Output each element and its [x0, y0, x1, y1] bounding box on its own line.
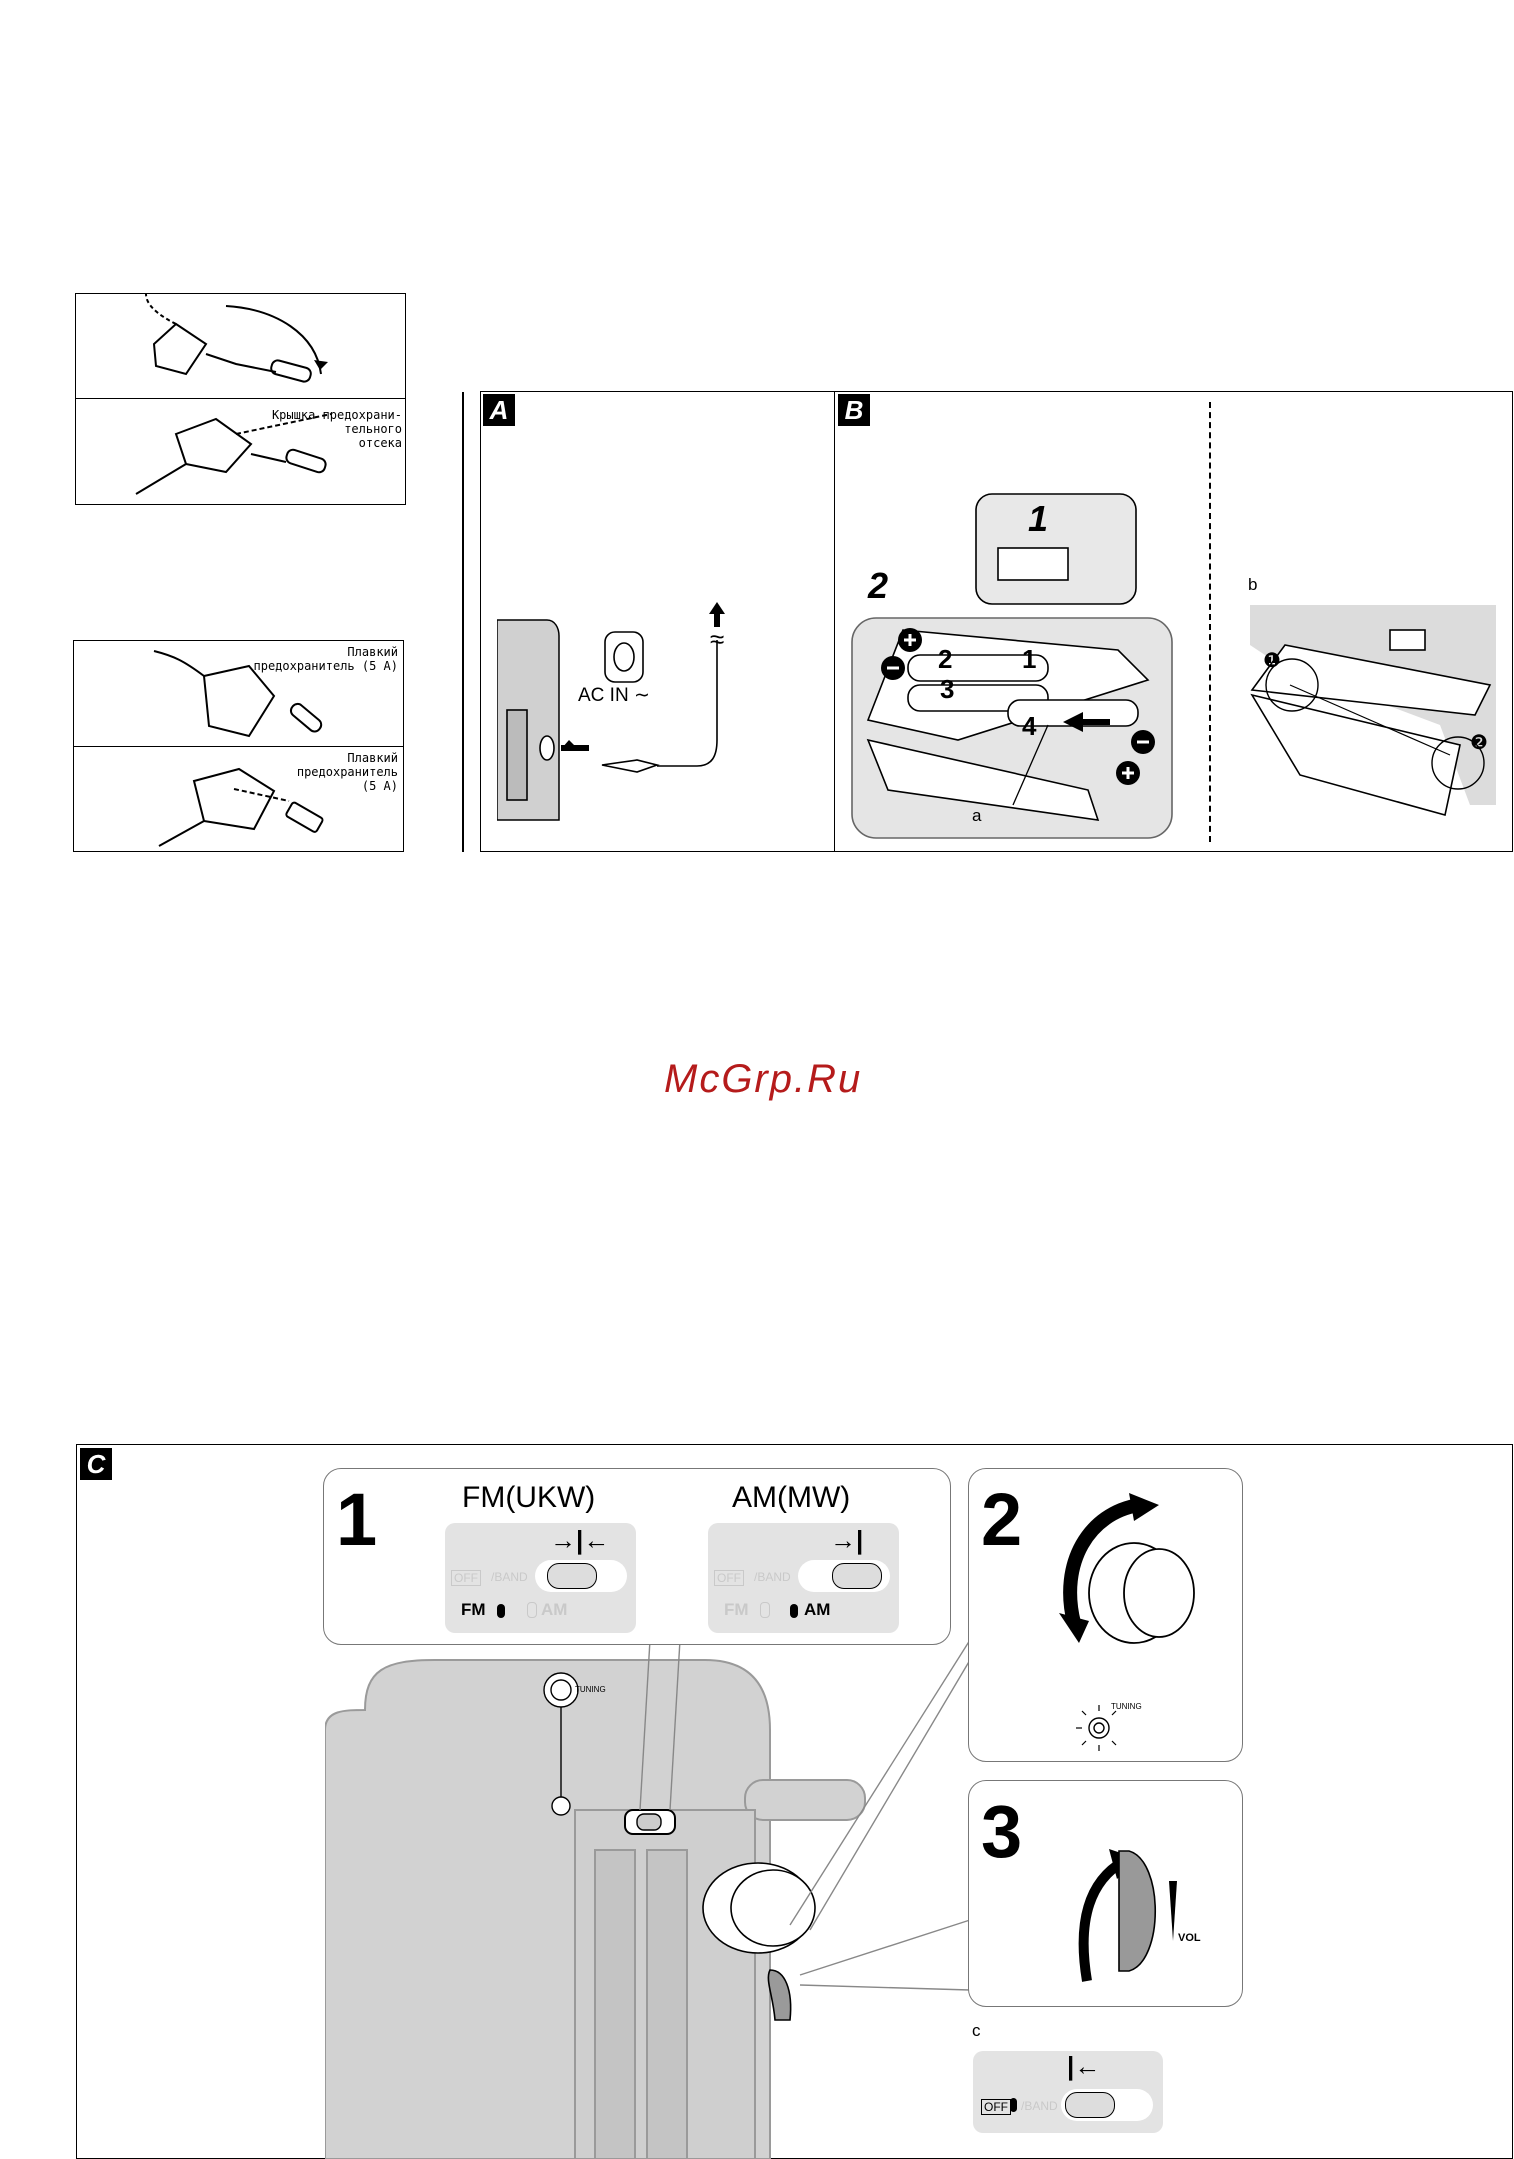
step-1-number: 1: [336, 1483, 377, 1557]
fm-band-label: /BAND: [491, 1570, 528, 1584]
watermark: McGrp.Ru: [664, 1057, 862, 1102]
step-2-callout: 2 TUNING: [968, 1468, 1243, 1762]
fm-title: FM(UKW): [462, 1481, 595, 1515]
battery-number-2: 2: [938, 644, 952, 675]
fm-indicator-on: [497, 1604, 505, 1618]
step-2-number: 2: [981, 1483, 1022, 1557]
panel-c-tag: C: [80, 1448, 112, 1480]
am-title: AM(MW): [732, 1481, 850, 1515]
off-arrow-icon: |←: [1067, 2051, 1100, 2082]
fm-band-switch[interactable]: [535, 1560, 627, 1592]
tuning-knob-icon: [1049, 1493, 1239, 1763]
fuse-cover-figure: Крышка предохрани- тельного отсека: [75, 293, 406, 505]
fm-switch-panel: →|← OFF /BAND FM AM: [445, 1523, 636, 1633]
battery-number-1: 1: [1022, 644, 1036, 675]
am-band-label: /BAND: [754, 1570, 791, 1584]
tuning-indicator-label: TUNING: [1111, 1702, 1142, 1711]
off-label-active: OFF: [981, 2099, 1011, 2115]
fm-off-label: OFF: [451, 1570, 481, 1586]
am-label-active: AM: [804, 1600, 830, 1620]
battery-install-illustration: [848, 490, 1178, 842]
ac-wave-icon: ∼: [629, 685, 650, 706]
callout-lines: [620, 1640, 1020, 2020]
step-3-number: 3: [981, 1795, 1022, 1869]
panel-b-tag: B: [838, 394, 870, 426]
off-band-label: /BAND: [1021, 2099, 1058, 2113]
fm-slider-knob[interactable]: [547, 1563, 597, 1589]
battery-step-2: 2: [868, 565, 888, 607]
plug-screwdriver-illustration: [76, 294, 405, 504]
am-switch-panel: →| OFF /BAND FM AM: [708, 1523, 899, 1633]
label-b: b: [1248, 575, 1257, 595]
am-indicator-on: [790, 1604, 798, 1618]
ac-in-text: AC IN: [578, 685, 629, 706]
am-band-switch[interactable]: [798, 1560, 890, 1592]
am-label-inactive: AM: [541, 1600, 567, 1620]
fuse-label-bottom: Плавкий предохранитель (5 A): [204, 751, 398, 793]
fm-indicator-off: [760, 1602, 770, 1618]
radio-tuning-label: TUNING: [575, 1685, 606, 1694]
volume-wheel-icon: [1069, 1821, 1219, 1991]
ac-symbol: ≈: [710, 624, 724, 655]
label-a: a: [972, 806, 981, 826]
vol-label: VOL: [1178, 1932, 1201, 1944]
fm-label-inactive: FM: [724, 1600, 749, 1620]
am-slider-knob[interactable]: [832, 1563, 882, 1589]
panel-a-tag: A: [483, 394, 515, 426]
mark-2: ❷: [1470, 730, 1488, 755]
am-arrow-icon: →|: [830, 1525, 863, 1556]
am-indicator-off: [527, 1602, 537, 1618]
fuse-replacement-figure: Плавкий предохранитель (5 A) Плавкий пре…: [73, 640, 404, 852]
mark-1: ❶: [1263, 648, 1281, 673]
off-switch-panel: |← OFF /BAND: [973, 2051, 1163, 2133]
battery-step-1: 1: [1028, 498, 1048, 540]
battery-cover-illustration: [1240, 605, 1496, 825]
fuse-label-top: Плавкий предохранитель (5 A): [204, 645, 398, 673]
battery-number-4: 4: [1022, 711, 1036, 742]
step-3-callout: 3 VOL: [968, 1780, 1243, 2007]
off-slider-knob[interactable]: [1065, 2092, 1115, 2118]
battery-number-3: 3: [940, 674, 954, 705]
fm-arrows-icon: →|←: [550, 1525, 609, 1556]
step-1-callout: 1 FM(UKW) AM(MW) →|← OFF /BAND FM AM →| …: [323, 1468, 951, 1645]
fuse-cover-label: Крышка предохрани- тельного отсека: [254, 408, 402, 450]
off-switch[interactable]: [1061, 2089, 1153, 2121]
ac-in-label: AC IN ∼: [578, 685, 650, 707]
label-c: c: [972, 2021, 981, 2041]
fm-label-active: FM: [461, 1600, 486, 1620]
off-indicator: [1010, 2098, 1017, 2112]
am-off-label: OFF: [714, 1570, 744, 1586]
